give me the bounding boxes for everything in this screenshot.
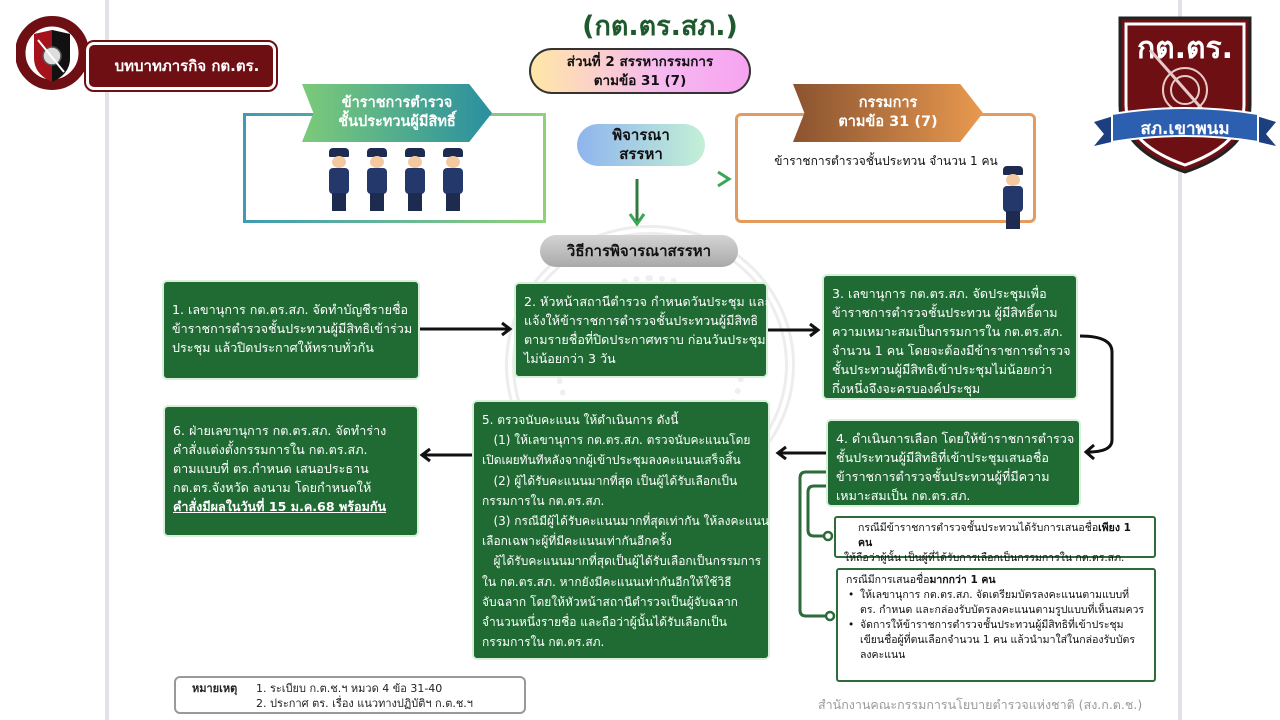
step-5-line: 5. ตรวจนับคะแนน ให้ดำเนินการ ดังนี้: [482, 413, 679, 427]
method-title-pill: วิธีการพิจารณาสรรหา: [540, 235, 738, 267]
emblem-title: กต.ตร.: [1137, 31, 1233, 66]
page-edge-right: [1178, 0, 1182, 720]
consider-line2: สรรหา: [619, 145, 663, 163]
mission-banner: บทบาทภารกิจ กต.ตร.: [84, 40, 278, 92]
step-3-line: 3. เลขานุการ กต.ตร.สภ. จัดประชุมเพื่อ: [832, 286, 1047, 301]
footer-credit: สำนักงานคณะกรรมการนโยบายตำรวจแห่งชาติ (ส…: [818, 697, 1143, 712]
step-5-line: (2) ผู้ได้รับคะแนนมากที่สุด เป็นผู้ได้รั…: [482, 473, 738, 488]
step-3-box: 3. เลขานุการ กต.ตร.สภ. จัดประชุมเพื่อ ข้…: [822, 274, 1078, 400]
remark-line2: 2. ประกาศ ตร. เรื่อง แนวทางปฏิบัติฯ ก.ต.…: [256, 697, 473, 710]
consider-line1: พิจารณา: [612, 126, 670, 144]
officer-icon: [326, 148, 352, 212]
step-5-line: เลือกเฉพาะผู้ที่มีคะแนนเท่ากันอีกครั้ง: [482, 534, 672, 549]
part-pill: ส่วนที่ 2 สรรหากรรมการ ตามข้อ 31 (7): [529, 48, 751, 94]
step-4-line: เหมาะสมเป็น กต.ตร.สภ.: [836, 488, 971, 503]
note-multiple-nominees: กรณีมีการเสนอชื่อมากกว่า 1 คน ให้เลขานุก…: [836, 568, 1156, 682]
step-4-line: 4. ดำเนินการเลือก โดยให้ข้าราชการตำรวจ: [836, 431, 1075, 446]
remark-box: หมายเหตุ 1. ระเบียบ ก.ต.ช.ฯ หมวด 4 ข้อ 31…: [174, 676, 526, 714]
note-multiple-prefix: กรณีมีการเสนอชื่อ: [846, 574, 930, 586]
officer-icon: [364, 148, 390, 212]
step-5-line: ใน กต.ตร.สภ. หากยังมีคะแนนเท่ากันอีกให้ใ…: [482, 574, 732, 589]
eligible-ribbon-line2: ชั้นประทวนผู้มีสิทธิ์: [338, 114, 456, 130]
arrow-step5-to-step6: [419, 447, 472, 463]
step-5-line: กรรมการใน กต.ตร.สภ.: [482, 493, 605, 508]
step-5-line: เปิดเผยทันทีหลังจากผู้เข้าประชุมลงคะแนนเ…: [482, 453, 741, 468]
note-single-prefix: กรณีมีข้าราชการตำรวจชั้นประทวนได้รับการเ…: [858, 522, 1099, 534]
step-5-line: (3) กรณีมีผู้ได้รับคะแนนมากที่สุดเท่ากัน…: [482, 514, 770, 529]
committee-ribbon-line2: ตามข้อ 31 (7): [838, 114, 938, 130]
committee-text: ข้าราชการตำรวจชั้นประทวน จำนวน 1 คน: [774, 154, 998, 168]
step-3-line: กึ่งหนึ่งจึงจะครบองค์ประชุม: [832, 381, 981, 396]
step-3-line: จำนวน 1 คน โดยจะต้องมีข้าราชการตำรวจ: [832, 343, 1071, 358]
police-officers-illustration: [326, 148, 466, 212]
step-4-line: ชั้นประทวนผู้มีสิทธิที่เข้าประชุมเสนอชื่…: [836, 450, 1049, 465]
consider-arrow-right: [552, 170, 732, 188]
part-pill-line2: ตามข้อ 31 (7): [593, 73, 687, 89]
arrow-step1-to-step2: [420, 321, 513, 337]
step-1-line: 1. เลขานุการ กต.ตร.สภ. จัดทำบัญชีรายชื่อ: [172, 302, 409, 317]
eligible-officers-ribbon: ข้าราชการตำรวจ ชั้นประทวนผู้มีสิทธิ์: [302, 84, 492, 142]
police-station-shield-icon: [16, 16, 88, 90]
consider-arrow-down: [628, 179, 646, 227]
step-5-box: 5. ตรวจนับคะแนน ให้ดำเนินการ ดังนี้ (1) …: [472, 400, 770, 660]
step-6-line: คำสั่งแต่งตั้งกรรมการใน กต.ตร.สภ.: [173, 442, 368, 457]
arrow-step4-to-step5: [775, 445, 826, 461]
note-single-line2: ให้ถือว่าผู้นั้น เป็นผู้ที่ได้รับการเลือ…: [844, 552, 1125, 564]
step-1-line: ประชุม แล้วปิดประกาศให้ทราบทั่วกัน: [172, 340, 374, 355]
step-5-line: จำนวนหนึ่งรายชื่อ และถือว่าผู้นั้นได้รับ…: [482, 615, 727, 630]
step-5-line: (1) ให้เลขานุการ กต.ตร.สภ. ตรวจนับคะแนนโ…: [482, 433, 751, 448]
remark-line1: 1. ระเบียบ ก.ต.ช.ฯ หมวด 4 ข้อ 31-40: [256, 682, 443, 695]
step-3-line: ชั้นประทวนผู้มีสิทธิเข้าประชุมไม่น้อยกว่…: [832, 362, 1053, 377]
note-multiple-bullet: ให้เลขานุการ กต.ตร.สภ. จัดเตรียมบัตรลงคะ…: [846, 588, 1146, 618]
officer-icon: [1000, 166, 1026, 230]
step-6-box: 6. ฝ่ายเลขานุการ กต.ตร.สภ. จัดทำร่าง คำส…: [163, 405, 419, 537]
emblem-ribbon: สภ.เขาพนม: [1140, 119, 1229, 139]
note-single-bold: เพียง 1 คน: [858, 522, 1131, 549]
step-3-line: ความเหมาะสมเป็นกรรมการใน กต.ตร.สภ.: [832, 324, 1063, 339]
consider-pill: พิจารณา สรรหา: [577, 124, 705, 166]
step-5-line: จับฉลาก โดยให้หัวหน้าสถานีตำรวจเป็นผู้จั…: [482, 594, 738, 609]
step-6-line: 6. ฝ่ายเลขานุการ กต.ตร.สภ. จัดทำร่าง: [173, 423, 387, 438]
page-title: (กต.ตร.สภ.): [582, 11, 738, 42]
step-1-line: ข้าราชการตำรวจชั้นประทวนผู้มีสิทธิเข้าร่…: [172, 321, 413, 336]
note-multiple-bullet: จัดการให้ข้าราชการตำรวจชั้นประทวนผู้มีสิ…: [846, 618, 1146, 663]
step-2-line: 2. หัวหน้าสถานีตำรวจ กำหนดวันประชุม และ: [524, 294, 772, 309]
step-2-line: ไม่น้อยกว่า 3 วัน: [524, 351, 616, 366]
arrow-step3-to-step4: [1079, 334, 1114, 461]
step-2-line: ตามรายชื่อที่ปิดประกาศทราบ ก่อนวันประชุม: [524, 332, 766, 347]
eligible-ribbon-line1: ข้าราชการตำรวจ: [341, 95, 453, 111]
remark-label: หมายเหตุ: [192, 682, 238, 695]
step-3-line: ข้าราชการตำรวจชั้นประทวน ผู้มีสิทธิ์ตาม: [832, 305, 1058, 320]
kt-emblem-icon: กต.ตร. สภ.เขาพนม: [1094, 16, 1276, 174]
officer-icon: [402, 148, 428, 212]
step-2-line: แจ้งให้ข้าราชการตำรวจชั้นประทวนผู้มีสิทธ…: [524, 313, 759, 328]
step-5-line: ผู้ได้รับคะแนนมากที่สุดเป็นผู้ได้รับเลือ…: [482, 554, 762, 569]
step-6-line: กต.ตร.จังหวัด ลงนาม โดยกำหนดให้: [173, 480, 372, 495]
committee-ribbon-line1: กรรมการ: [858, 95, 918, 111]
page-edge-left: [105, 0, 109, 720]
step-4-box: 4. ดำเนินการเลือก โดยให้ข้าราชการตำรวจ ช…: [826, 419, 1081, 507]
step-6-line: ตามแบบที่ ตร.กำหนด เสนอประธาน: [173, 461, 369, 476]
step-1-box: 1. เลขานุการ กต.ตร.สภ. จัดทำบัญชีรายชื่อ…: [162, 280, 420, 380]
step-5-line: กรรมการใน กต.ตร.สภ.: [482, 635, 605, 650]
note-single-nominee: กรณีมีข้าราชการตำรวจชั้นประทวนได้รับการเ…: [834, 516, 1156, 564]
part-pill-line1: ส่วนที่ 2 สรรหากรรมการ: [566, 54, 714, 70]
note-multiple-bold: มากกว่า 1 คน: [929, 574, 996, 586]
officer-icon: [440, 148, 466, 212]
committee-ribbon: กรรมการ ตามข้อ 31 (7): [793, 84, 983, 142]
step-4-line: ข้าราชการตำรวจชั้นประทวนผู้ที่มีความ: [836, 469, 1050, 484]
step-6-effective-date: คำสั่งมีผลในวันที่ 15 ม.ค.68 พร้อมกัน: [173, 499, 387, 514]
step-2-box: 2. หัวหน้าสถานีตำรวจ กำหนดวันประชุม และ …: [514, 282, 772, 378]
